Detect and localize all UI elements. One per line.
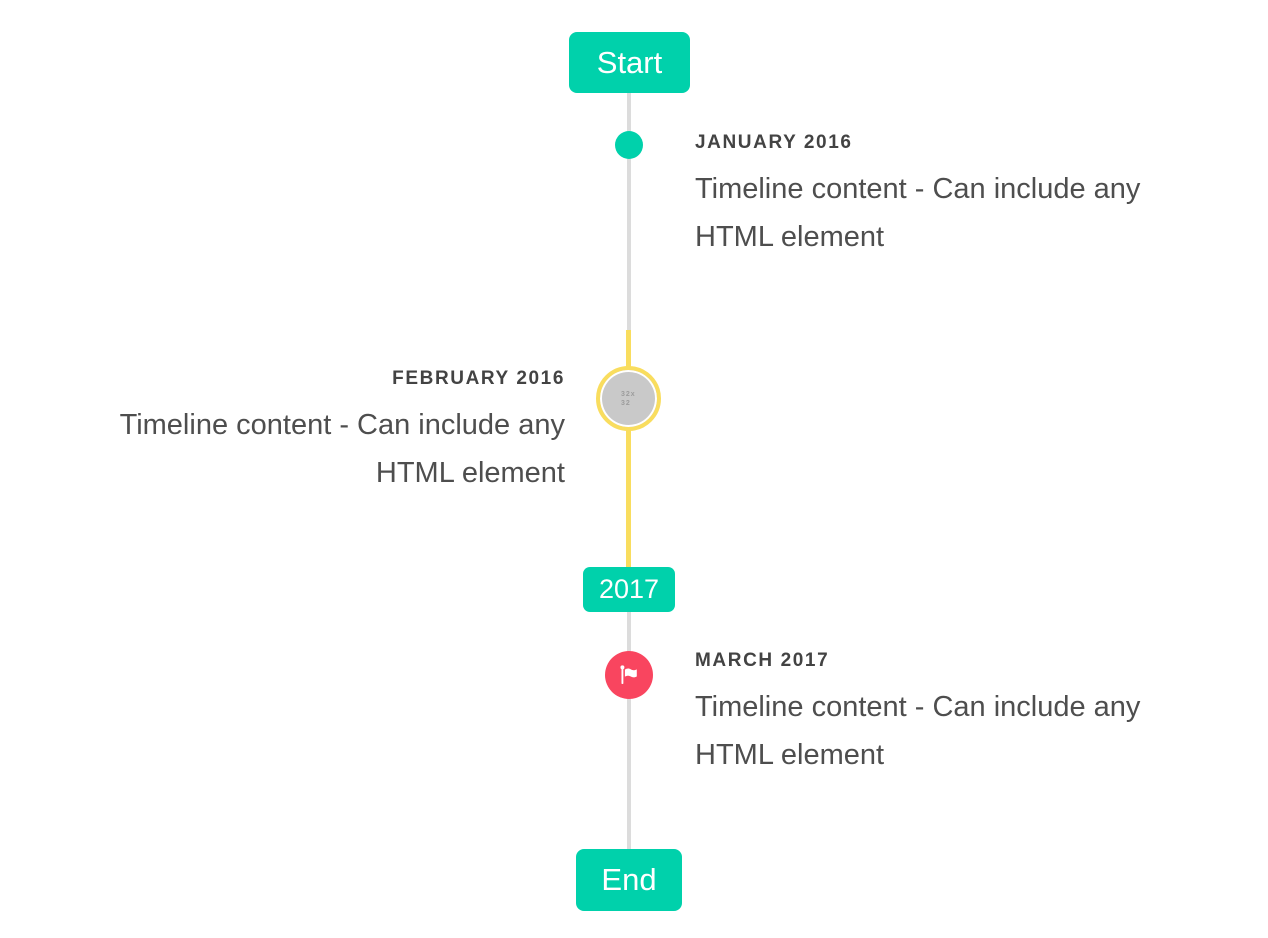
timeline-item-february-2016: FEBRUARY 2016 Timeline content - Can inc… — [5, 368, 565, 497]
item-content: Timeline content - Can include any HTML … — [695, 165, 1255, 261]
item-content-line: HTML element — [695, 739, 885, 771]
start-badge[interactable]: Start — [569, 32, 690, 93]
image-marker-february: 32x32 — [596, 366, 661, 431]
item-title: MARCH 2017 — [695, 650, 830, 671]
end-badge[interactable]: End — [576, 849, 682, 911]
timeline-item-january-2016: JANUARY 2016 Timeline content - Can incl… — [695, 132, 1255, 261]
flag-icon — [617, 663, 642, 688]
year-2017-badge[interactable]: 2017 — [583, 567, 675, 612]
timeline-line-bottom — [627, 612, 631, 849]
broken-image-placeholder: 32x32 — [621, 390, 636, 407]
timeline-line-highlighted — [626, 330, 631, 567]
item-title: FEBRUARY 2016 — [392, 368, 565, 389]
dot-marker-january — [615, 131, 643, 159]
timeline-item-march-2017: MARCH 2017 Timeline content - Can includ… — [695, 650, 1255, 779]
item-content-line: Timeline content - Can include any — [695, 691, 1141, 723]
item-title: JANUARY 2016 — [695, 132, 853, 153]
item-content-line: HTML element — [695, 221, 885, 253]
item-content-line: Timeline content - Can include any — [695, 173, 1141, 205]
item-content-line: HTML element — [375, 457, 565, 489]
item-content: Timeline content - Can include any HTML … — [695, 683, 1255, 779]
item-content: Timeline content - Can include any HTML … — [5, 401, 565, 497]
timeline-line-top — [627, 92, 631, 330]
flag-marker-march — [605, 651, 653, 699]
item-content-line: Timeline content - Can include any — [119, 409, 565, 441]
